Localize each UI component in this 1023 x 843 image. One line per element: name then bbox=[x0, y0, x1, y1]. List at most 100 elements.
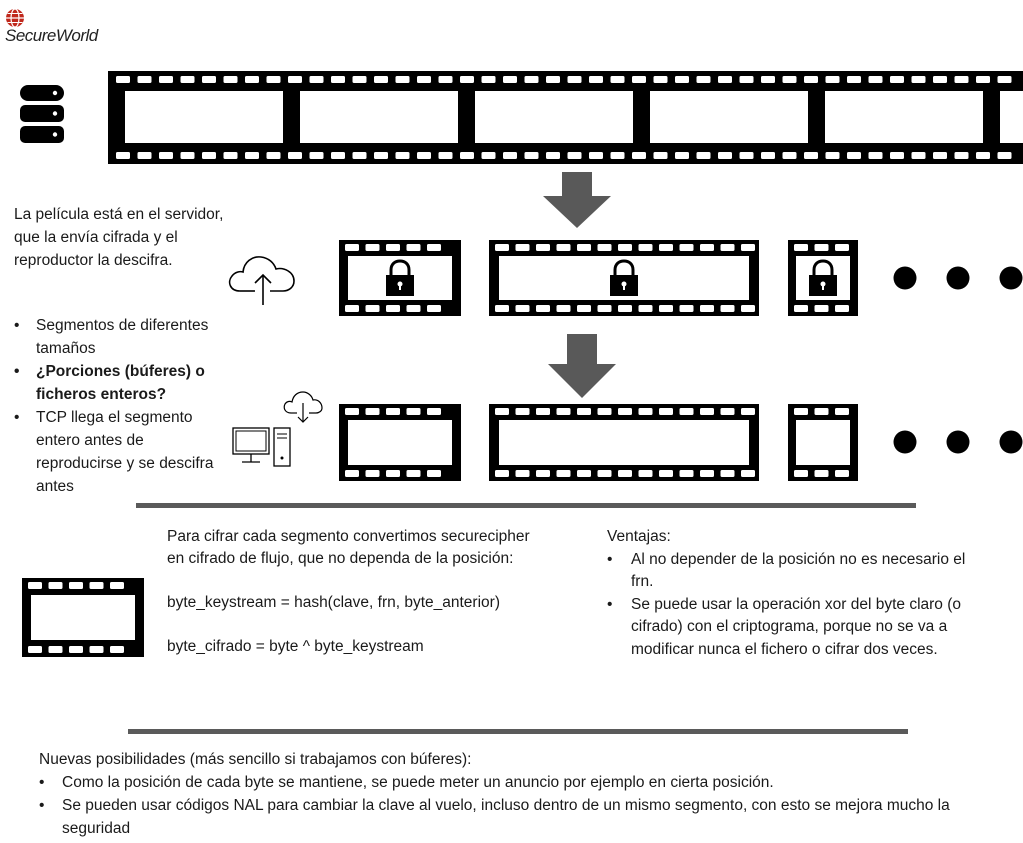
sprocket-hole bbox=[438, 152, 453, 159]
sprocket-hole bbox=[536, 408, 550, 415]
sprocket-hole bbox=[741, 244, 755, 251]
sprocket-hole bbox=[266, 76, 281, 83]
sprocket-hole bbox=[202, 152, 216, 159]
sprocket-hole bbox=[814, 408, 829, 415]
sprocket-hole bbox=[427, 244, 441, 251]
sprocket-hole bbox=[700, 244, 714, 251]
sprocket-hole bbox=[597, 305, 612, 312]
sprocket-hole bbox=[911, 76, 926, 83]
sprocket-hole bbox=[741, 408, 755, 415]
sprocket-hole bbox=[406, 408, 421, 415]
film-segment-decrypted bbox=[788, 404, 858, 481]
list-item: Al no depender de la posición no es nece… bbox=[607, 549, 977, 594]
sprocket-hole bbox=[890, 76, 904, 83]
sprocket-hole bbox=[868, 76, 883, 83]
sprocket-hole bbox=[835, 244, 849, 251]
lock-icon bbox=[610, 259, 638, 296]
sprocket-hole bbox=[546, 76, 560, 83]
globe-icon bbox=[6, 8, 24, 28]
sprocket-hole bbox=[110, 582, 124, 589]
sprocket-hole bbox=[825, 152, 840, 159]
sprocket-hole bbox=[556, 470, 571, 477]
film-frame bbox=[650, 91, 808, 143]
computer-icon bbox=[232, 427, 291, 467]
sprocket-hole bbox=[345, 244, 359, 251]
sprocket-hole bbox=[556, 305, 571, 312]
sprocket-hole bbox=[868, 152, 883, 159]
film-segment-encrypted bbox=[489, 240, 759, 316]
sprocket-hole bbox=[515, 408, 530, 415]
cipher-line: en cifrado de flujo, que no dependa de l… bbox=[167, 550, 514, 567]
sprocket-hole bbox=[741, 305, 755, 312]
sprocket-hole bbox=[794, 408, 808, 415]
sprocket-hole bbox=[675, 76, 689, 83]
sprocket-hole bbox=[515, 470, 530, 477]
cipher-explanation: Para cifrar cada segmento convertimos se… bbox=[167, 526, 597, 658]
sprocket-hole bbox=[835, 470, 849, 477]
sprocket-hole bbox=[495, 244, 509, 251]
sprocket-hole bbox=[610, 76, 625, 83]
sprocket-hole bbox=[460, 152, 474, 159]
sprocket-hole bbox=[495, 470, 509, 477]
sprocket-hole bbox=[345, 470, 359, 477]
sprocket-hole bbox=[954, 152, 969, 159]
sprocket-hole bbox=[589, 152, 603, 159]
sprocket-hole bbox=[659, 470, 673, 477]
sprocket-hole bbox=[700, 305, 714, 312]
sprocket-hole bbox=[365, 305, 380, 312]
sprocket-hole bbox=[618, 244, 632, 251]
sprocket-hole bbox=[814, 470, 829, 477]
sprocket-hole bbox=[495, 408, 509, 415]
ellipsis-dots-icon bbox=[893, 430, 1023, 454]
sprocket-hole bbox=[610, 152, 625, 159]
sprocket-hole bbox=[653, 152, 668, 159]
sprocket-hole bbox=[386, 305, 400, 312]
sprocket-hole bbox=[782, 76, 797, 83]
sprocket-hole bbox=[835, 305, 849, 312]
sprocket-hole bbox=[556, 408, 571, 415]
sprocket-hole bbox=[632, 76, 646, 83]
keystream-formula: byte_keystream = hash(clave, frn, byte_a… bbox=[167, 594, 500, 611]
sprocket-hole bbox=[814, 244, 829, 251]
sprocket-hole bbox=[804, 152, 818, 159]
list-item: Se puede usar la operación xor del byte … bbox=[607, 594, 977, 662]
list-item: TCP llega el segmento entero antes de re… bbox=[14, 406, 229, 498]
sprocket-hole bbox=[679, 305, 694, 312]
new-possibilities-section: Nuevas posibilidades (más sencillo si tr… bbox=[39, 748, 1014, 840]
sprocket-hole bbox=[460, 76, 474, 83]
sprocket-hole bbox=[374, 76, 388, 83]
sprocket-hole bbox=[720, 470, 735, 477]
sprocket-hole bbox=[679, 470, 694, 477]
sprocket-hole bbox=[503, 152, 517, 159]
list-item: Segmentos de diferentes tamaños bbox=[14, 314, 229, 360]
sprocket-hole bbox=[159, 76, 173, 83]
film-segment-decrypted bbox=[489, 404, 759, 481]
sprocket-hole bbox=[438, 76, 453, 83]
sprocket-hole bbox=[386, 470, 400, 477]
sprocket-hole bbox=[69, 646, 83, 653]
cipher-formula: byte_cifrado = byte ^ byte_keystream bbox=[167, 638, 424, 655]
sprocket-hole bbox=[365, 470, 380, 477]
advantages-section: Ventajas: Al no depender de la posición … bbox=[607, 526, 977, 661]
sprocket-hole bbox=[739, 152, 754, 159]
sprocket-hole bbox=[718, 152, 732, 159]
sprocket-hole bbox=[417, 76, 431, 83]
sprocket-hole bbox=[524, 76, 539, 83]
sprocket-hole bbox=[997, 152, 1012, 159]
sprocket-hole bbox=[395, 76, 410, 83]
sprocket-hole bbox=[345, 408, 359, 415]
lock-icon bbox=[809, 259, 837, 296]
sprocket-hole bbox=[933, 76, 947, 83]
sprocket-hole bbox=[309, 152, 324, 159]
sprocket-hole bbox=[137, 152, 152, 159]
film-frame bbox=[125, 91, 283, 143]
sprocket-hole bbox=[28, 582, 42, 589]
sprocket-hole bbox=[427, 408, 441, 415]
list-item: Se pueden usar códigos NAL para cambiar … bbox=[39, 794, 1014, 840]
sprocket-hole bbox=[245, 76, 259, 83]
sprocket-hole bbox=[386, 244, 400, 251]
advantages-list: Al no depender de la posición no es nece… bbox=[607, 549, 977, 662]
sprocket-hole bbox=[659, 244, 673, 251]
sprocket-hole bbox=[180, 152, 195, 159]
sprocket-hole bbox=[700, 470, 714, 477]
